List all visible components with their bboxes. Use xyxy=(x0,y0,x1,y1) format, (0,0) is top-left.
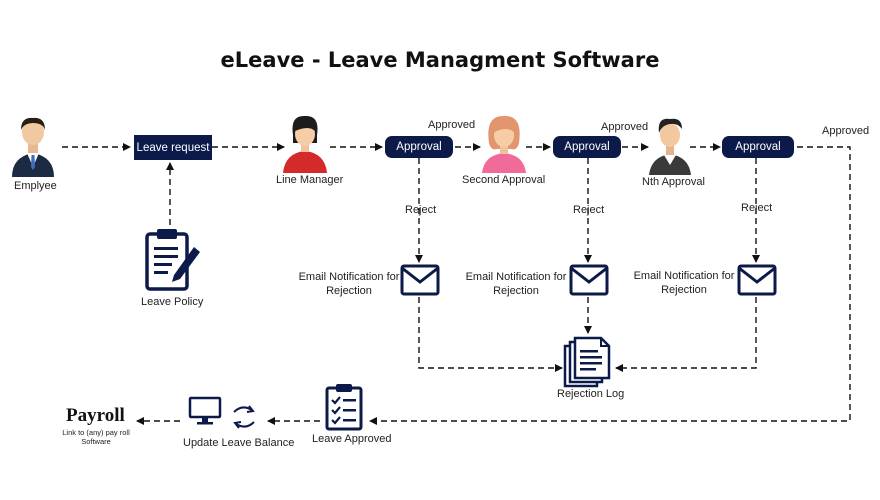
update-leave-balance-label: Update Leave Balance xyxy=(183,437,295,449)
approved-label-3: Approved xyxy=(822,125,870,137)
rejection-log-label: Rejection Log xyxy=(557,388,625,400)
leave-request-box: Leave request xyxy=(134,135,212,160)
line-manager-label: Line Manager xyxy=(276,174,344,186)
payroll-title: Payroll xyxy=(66,405,125,426)
arrow-email1-to-log xyxy=(418,297,563,372)
second-approval-label: Second Approval xyxy=(462,174,546,186)
monitor-icon xyxy=(188,396,222,425)
nth-approval-person-icon xyxy=(649,118,691,175)
documents-icon xyxy=(563,336,611,388)
leave-policy-label: Leave Policy xyxy=(141,296,204,308)
employee-person-icon xyxy=(12,117,54,177)
approved-label-1: Approved xyxy=(428,119,476,131)
approval-box-2: Approval xyxy=(553,136,621,158)
reject-label-2: Reject xyxy=(573,204,605,216)
reject-label-1: Reject xyxy=(405,204,437,216)
envelope-icon xyxy=(569,264,609,296)
clipboard-icon xyxy=(145,229,200,291)
email-notification-label-2: Email Notification for Rejection xyxy=(465,271,567,297)
arrow-email3-to-log xyxy=(615,297,757,372)
second-approval-person-icon xyxy=(482,115,526,173)
page-title: eLeave - Leave Managment Software xyxy=(220,48,660,72)
email-notification-label-1: Email Notification for Rejection xyxy=(298,271,400,297)
approval-box-3: Approval xyxy=(722,136,794,158)
approved-label-2: Approved xyxy=(601,121,649,133)
envelope-icon xyxy=(737,264,777,296)
leave-approved-label: Leave Approved xyxy=(312,433,392,445)
reject-label-3: Reject xyxy=(741,202,773,214)
line-manager-person-icon xyxy=(283,115,327,173)
sync-arrows-icon xyxy=(233,405,255,429)
checklist-icon xyxy=(325,384,363,431)
arrow-approval3-to-leave-approved xyxy=(369,146,851,425)
employee-label: Emplyee xyxy=(14,180,57,192)
approval-box-1: Approval xyxy=(385,136,453,158)
envelope-icon xyxy=(400,264,440,296)
payroll-subtitle: Link to (any) pay roll Software xyxy=(62,428,130,446)
email-notification-label-3: Email Notification for Rejection xyxy=(633,270,735,296)
nth-approval-label: Nth Approval xyxy=(642,176,705,188)
